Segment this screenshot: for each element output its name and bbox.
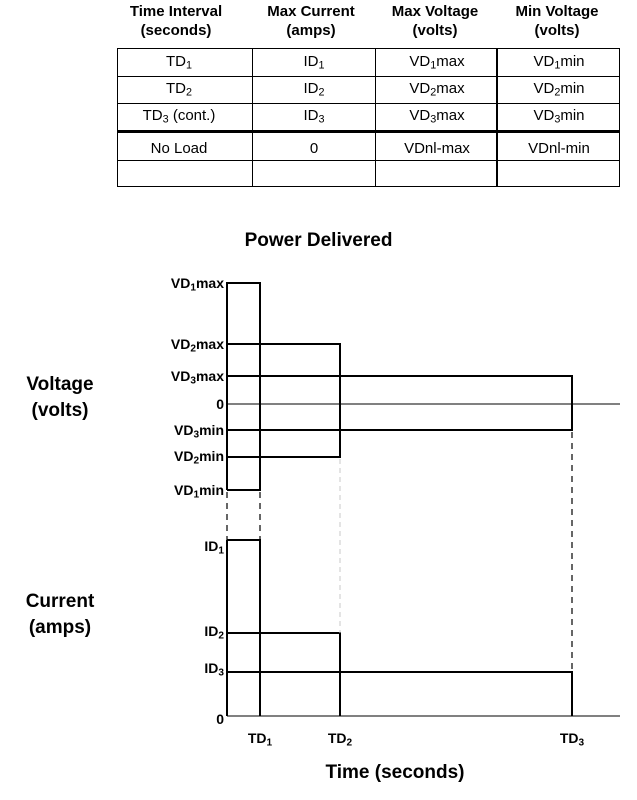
current-pulse-td2: [227, 632, 341, 716]
table-cell: VD1min: [533, 53, 585, 72]
voltage-pulse-td1: [226, 282, 261, 491]
table-cell: VD2min: [533, 80, 585, 99]
time-tick-label: TD2: [327, 730, 353, 749]
voltage-level-label: 0: [216, 396, 224, 412]
voltage-level-label: VD3min: [174, 422, 224, 441]
table-cell: TD1: [165, 53, 192, 72]
table-cell: ID1: [303, 53, 325, 72]
spec-table: Time Interval(seconds) Max Current(amps)…: [0, 0, 637, 190]
voltage-level-label: VD2max: [170, 336, 224, 355]
table-rule: [117, 103, 620, 104]
table-cell: No Load: [150, 140, 208, 157]
table-cell: ID2: [303, 80, 325, 99]
table-rule-thick: [117, 130, 620, 133]
current-pulse-td3: [227, 671, 573, 716]
header-time-interval: Time Interval(seconds): [129, 3, 223, 39]
table-cell: TD3 (cont.): [142, 107, 216, 126]
current-axis-title: Current(amps): [25, 591, 95, 638]
table-cell: 0: [309, 140, 319, 157]
table-divider-thick: [496, 48, 498, 187]
table-cell: ID3: [303, 107, 325, 126]
x-axis-title: Time (seconds): [325, 762, 465, 783]
chart-title: Power Delivered: [244, 230, 393, 251]
time-tick-label: TD3: [559, 730, 585, 749]
voltage-level-label: VD2min: [174, 448, 224, 467]
current-level-label: ID2: [204, 623, 224, 642]
table-divider: [252, 48, 253, 187]
header-min-voltage: Min Voltage(volts): [515, 3, 599, 39]
voltage-pulse-td3: [227, 375, 573, 431]
voltage-level-label: VD1min: [174, 482, 224, 501]
current-level-label: 0: [216, 711, 224, 727]
current-level-label: ID3: [204, 660, 224, 679]
table-divider: [117, 48, 118, 187]
table-cell: VD3max: [409, 107, 465, 126]
voltage-pulse-td2: [227, 343, 341, 458]
table-rule: [117, 48, 620, 49]
voltage-axis-title: Voltage(volts): [26, 374, 94, 421]
header-max-voltage: Max Voltage(volts): [391, 3, 479, 39]
table-cell: VD1max: [409, 53, 465, 72]
table-divider: [619, 48, 620, 187]
voltage-level-label: VD1max: [170, 275, 224, 294]
current-level-label: ID1: [204, 538, 224, 557]
voltage-level-label: VD3max: [170, 368, 224, 387]
table-cell: TD2: [165, 80, 192, 99]
table-rule: [117, 76, 620, 77]
table-cell: VD3min: [533, 107, 585, 126]
table-divider: [375, 48, 376, 187]
table-rule: [117, 186, 620, 187]
table-cell: VDnl-min: [528, 140, 590, 157]
time-tick-label: TD1: [247, 730, 273, 749]
table-cell: VD2max: [409, 80, 465, 99]
current-pulse-td1: [227, 539, 261, 716]
table-cell: VDnl-max: [404, 140, 470, 157]
table-rule: [117, 160, 620, 161]
header-max-current: Max Current(amps): [267, 3, 355, 39]
